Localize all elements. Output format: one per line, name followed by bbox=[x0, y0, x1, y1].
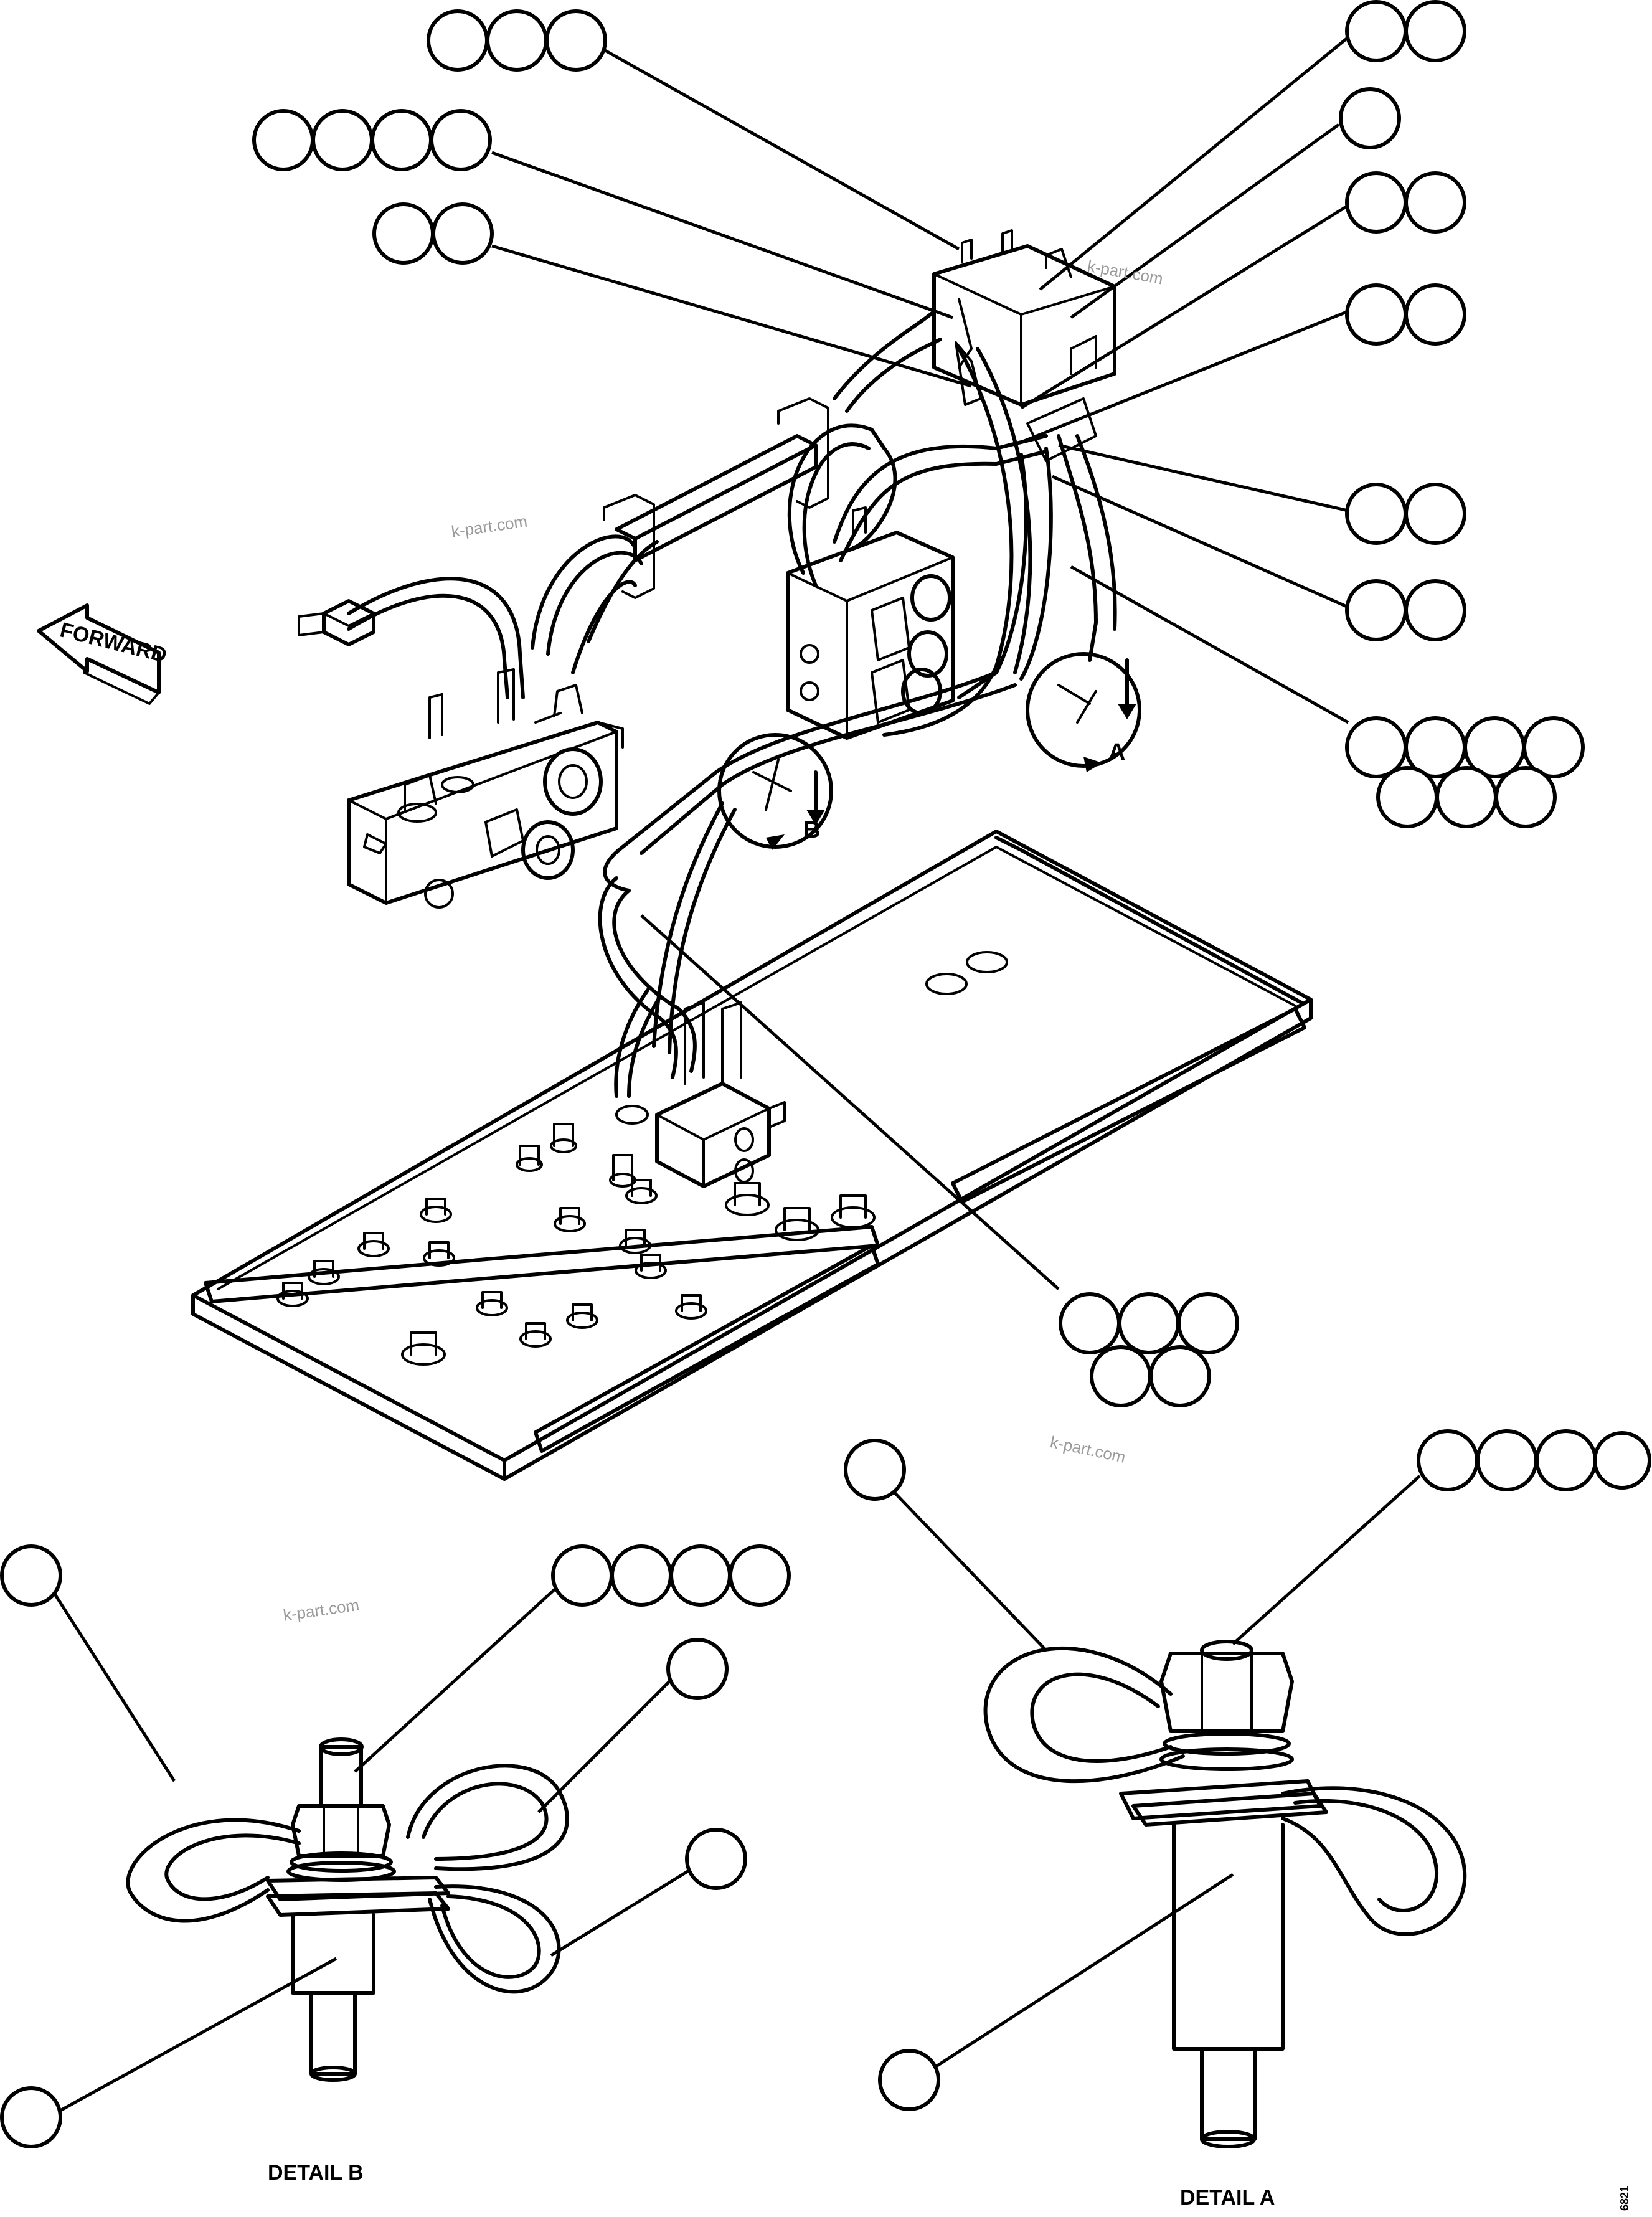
callout-bubble bbox=[1059, 1292, 1121, 1354]
callout-leaders bbox=[491, 36, 1349, 1290]
callout-bubble bbox=[685, 1828, 747, 1890]
callout-bubble bbox=[1404, 0, 1466, 62]
callout-bubble bbox=[1494, 766, 1557, 828]
callout-bubble bbox=[1404, 171, 1466, 234]
callout-bubble bbox=[0, 2086, 62, 2148]
callout-bubble bbox=[1535, 1429, 1597, 1491]
detail-b-view: DETAIL B bbox=[0, 1544, 791, 2185]
callout-bubble bbox=[1090, 1345, 1152, 1407]
detail-a-marker: A bbox=[1026, 652, 1141, 772]
tube-bars bbox=[603, 397, 829, 599]
center-valve-block bbox=[786, 506, 955, 740]
small-valve-block bbox=[615, 1082, 786, 1188]
top-manifold bbox=[932, 229, 1116, 462]
callout-bubble bbox=[1345, 483, 1407, 545]
callout-bubble bbox=[252, 109, 314, 171]
callout-bubble bbox=[669, 1544, 732, 1607]
callout-bubble bbox=[311, 109, 374, 171]
detail-b-marker: B bbox=[717, 733, 833, 850]
hoses bbox=[347, 310, 1117, 1098]
detail-a-view: DETAIL A bbox=[844, 1429, 1651, 2210]
watermark-text: k-part.com bbox=[450, 512, 529, 541]
callout-bubble bbox=[486, 9, 548, 72]
callout-bubble bbox=[372, 202, 435, 265]
watermark-text: k-part.com bbox=[282, 1595, 361, 1625]
callout-bubble bbox=[1149, 1345, 1211, 1407]
callout-bubble bbox=[1404, 579, 1466, 641]
callout-bubble bbox=[371, 109, 433, 171]
callout-bubble bbox=[666, 1638, 729, 1700]
callout-bubble bbox=[878, 2049, 940, 2111]
hose-end-fitting bbox=[298, 599, 375, 646]
callout-bubble bbox=[1435, 766, 1498, 828]
callout-bubble bbox=[844, 1439, 906, 1501]
callout-bubble bbox=[1404, 483, 1466, 545]
callout-bubble bbox=[1118, 1292, 1180, 1354]
corner-code: 6821 bbox=[1618, 2186, 1631, 2211]
callout-bubbles bbox=[252, 0, 1585, 1407]
callout-bubble bbox=[427, 9, 489, 72]
callout-bubble bbox=[1404, 283, 1466, 346]
detail-b-caption: DETAIL B bbox=[268, 2161, 364, 2185]
callout-bubble bbox=[551, 1544, 613, 1607]
watermark-text: k-part.com bbox=[1086, 257, 1164, 288]
callout-bubble bbox=[1339, 87, 1401, 149]
plate-fittings bbox=[276, 1123, 876, 1366]
callout-bubble bbox=[0, 1544, 62, 1607]
detail-b-tag: B bbox=[803, 817, 820, 843]
forward-arrow: FORWARD bbox=[37, 603, 169, 705]
callout-bubble bbox=[1376, 766, 1438, 828]
callout-bubble bbox=[610, 1544, 673, 1607]
detail-a-caption: DETAIL A bbox=[1180, 2186, 1275, 2210]
callout-bubble bbox=[1522, 716, 1585, 778]
callout-bubble bbox=[545, 9, 607, 72]
callout-bubble bbox=[1345, 171, 1407, 234]
watermarks: k-part.com k-part.com k-part.com k-part.… bbox=[282, 257, 1631, 2211]
callout-bubble bbox=[1593, 1431, 1651, 1490]
callout-bubble bbox=[1345, 579, 1407, 641]
callout-bubble bbox=[432, 202, 494, 265]
callout-bubble bbox=[729, 1544, 791, 1607]
callout-bubble bbox=[1476, 1429, 1538, 1491]
callout-bubble bbox=[1345, 283, 1407, 346]
watermark-text: k-part.com bbox=[1049, 1432, 1127, 1467]
detail-a-tag: A bbox=[1108, 739, 1125, 765]
callout-bubble bbox=[1345, 716, 1407, 778]
callout-bubble bbox=[1177, 1292, 1239, 1354]
callout-bubble bbox=[1417, 1429, 1479, 1491]
base-plate bbox=[191, 830, 1313, 1481]
callout-bubble bbox=[430, 109, 492, 171]
left-valve-block bbox=[347, 668, 624, 909]
callout-bubble bbox=[1345, 0, 1407, 62]
